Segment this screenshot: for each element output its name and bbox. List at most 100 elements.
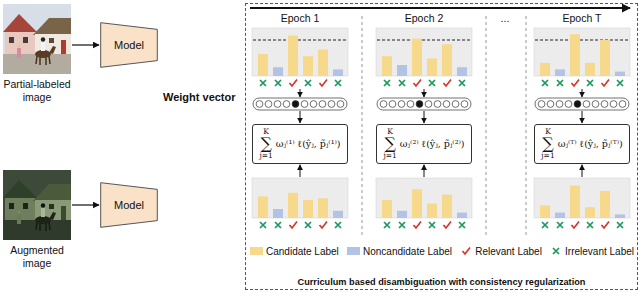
sum-symbol: K bbox=[387, 128, 393, 136]
threshold-line bbox=[535, 40, 629, 41]
chart-panel bbox=[252, 28, 348, 76]
irrelevant-mark bbox=[553, 248, 559, 254]
label-bar bbox=[273, 209, 283, 218]
irrelevant-mark bbox=[305, 80, 311, 86]
weight-cell bbox=[547, 101, 554, 108]
legend-symbol bbox=[460, 245, 472, 257]
label-bar bbox=[427, 204, 437, 218]
label-bar bbox=[318, 50, 328, 76]
label-bar bbox=[585, 207, 595, 218]
weight-cell bbox=[443, 101, 450, 108]
weight-cell bbox=[610, 101, 617, 108]
relevant-mark bbox=[320, 80, 328, 87]
augmented-photo bbox=[3, 170, 71, 240]
legend-item: Irrelevant Label bbox=[550, 245, 634, 257]
irrelevant-mark bbox=[260, 222, 266, 228]
legend-text: Relevant Label bbox=[475, 246, 542, 257]
photo-detail bbox=[49, 204, 54, 209]
label-bar bbox=[288, 193, 298, 218]
chart-panel bbox=[534, 28, 630, 76]
model-name: Model bbox=[114, 199, 144, 211]
label-bar bbox=[273, 67, 283, 76]
legend-item: Candidate Label bbox=[250, 246, 339, 257]
irrelevant-mark bbox=[275, 80, 281, 86]
partial-labeled-photo bbox=[3, 4, 71, 74]
flow-arrow bbox=[300, 165, 301, 177]
flow-arrow bbox=[582, 89, 583, 97]
legend-swatch bbox=[250, 247, 263, 255]
sum-operator: K∑j=1 bbox=[259, 128, 272, 160]
sum-symbol: j=1 bbox=[541, 152, 554, 160]
weight-cell bbox=[461, 101, 468, 108]
sum-symbol: j=1 bbox=[383, 152, 396, 160]
relevant-mark bbox=[444, 80, 452, 87]
sum-symbol: j=1 bbox=[259, 152, 272, 160]
photo-detail bbox=[23, 203, 28, 209]
label-bar bbox=[615, 214, 625, 218]
photo-detail bbox=[17, 210, 21, 214]
photo-detail bbox=[41, 203, 45, 207]
weight-cell bbox=[583, 101, 590, 108]
label-bar bbox=[303, 56, 313, 76]
photo-detail bbox=[3, 180, 37, 198]
label-bar bbox=[570, 34, 580, 76]
weight-vector-frame bbox=[535, 98, 629, 110]
input-image: Augmented image bbox=[3, 170, 71, 240]
irrelevant-mark bbox=[429, 80, 435, 86]
weight-cell bbox=[398, 101, 405, 108]
irrelevant-mark bbox=[384, 222, 390, 228]
label-bar bbox=[333, 69, 343, 76]
flow-arrow bbox=[424, 111, 425, 123]
label-bar bbox=[585, 63, 595, 76]
photo-detail bbox=[49, 38, 54, 43]
threshold-line bbox=[253, 40, 347, 41]
irrelevant-mark bbox=[384, 80, 390, 86]
photo-detail bbox=[36, 56, 50, 65]
legend-text: Noncandidate Label bbox=[363, 246, 452, 257]
label-bar bbox=[540, 63, 550, 76]
region-title: Curriculum based disambiguation with con… bbox=[246, 277, 637, 287]
irrelevant-mark bbox=[260, 80, 266, 86]
model-outline bbox=[101, 23, 158, 68]
weight-cell bbox=[265, 101, 272, 108]
input-image: Partial-labeled image bbox=[3, 4, 71, 74]
loss-formula-box: K∑j=1ωⱼ⁽ᵀ⁾ ℓ(ŷⱼ, p̃ⱼ⁽ᵀ⁾) bbox=[534, 124, 629, 164]
weight-cell bbox=[380, 101, 387, 108]
label-bar bbox=[442, 195, 452, 218]
relevant-mark bbox=[602, 222, 610, 229]
model-name: Model bbox=[114, 39, 144, 51]
irrelevant-mark bbox=[275, 222, 281, 228]
sum-symbol: ∑ bbox=[542, 136, 553, 152]
weight-cell bbox=[274, 101, 281, 108]
irrelevant-mark bbox=[587, 222, 593, 228]
legend-symbol bbox=[550, 245, 562, 257]
photo-detail bbox=[9, 37, 14, 43]
label-bar bbox=[540, 205, 550, 218]
photo-detail bbox=[49, 212, 56, 220]
chart-panel bbox=[252, 178, 348, 218]
irrelevant-mark bbox=[557, 80, 563, 86]
chart-panel bbox=[534, 178, 630, 218]
photo-detail bbox=[49, 46, 56, 54]
weight-cell bbox=[452, 101, 459, 108]
epoch-divider bbox=[526, 16, 527, 236]
irrelevant-mark bbox=[335, 80, 341, 86]
irrelevant-mark bbox=[459, 80, 465, 86]
photo-detail bbox=[17, 44, 21, 48]
label-bar bbox=[333, 211, 343, 218]
flow-arrow bbox=[300, 89, 301, 97]
label-bar bbox=[412, 189, 422, 218]
relevant-mark bbox=[290, 222, 298, 229]
weight-cell bbox=[538, 101, 545, 108]
irrelevant-mark bbox=[617, 80, 623, 86]
weight-cell bbox=[337, 101, 344, 108]
legend-text: Candidate Label bbox=[266, 246, 339, 257]
model-trapezoid: Model bbox=[100, 182, 158, 228]
weight-cell bbox=[556, 101, 563, 108]
weight-cell bbox=[601, 101, 608, 108]
relevant-mark bbox=[463, 248, 471, 255]
epoch-column bbox=[252, 28, 348, 228]
relevant-mark bbox=[414, 80, 422, 87]
weight-cell bbox=[310, 101, 317, 108]
epoch-divider bbox=[486, 16, 487, 236]
